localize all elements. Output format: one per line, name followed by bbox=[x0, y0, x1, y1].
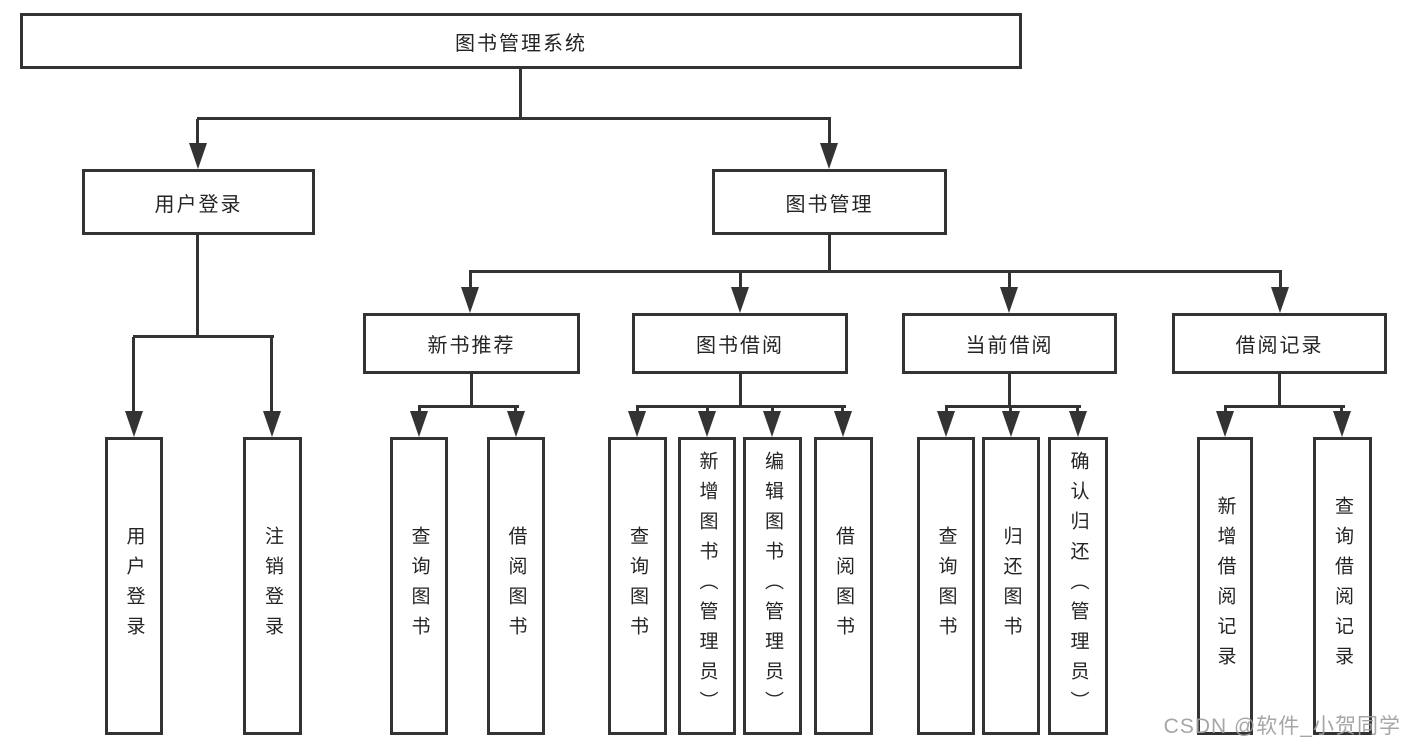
leaf-bb-query-books: 查询图书 bbox=[608, 437, 667, 735]
connector-login-stem bbox=[196, 234, 199, 337]
arrow-down-icon bbox=[410, 411, 428, 437]
connector-mgmt-hbar bbox=[469, 270, 1282, 273]
node-borrow-records: 借阅记录 bbox=[1172, 313, 1387, 374]
connector-login-drop bbox=[132, 337, 135, 412]
node-current-borrow: 当前借阅 bbox=[902, 313, 1117, 374]
connector-mgmt-stem bbox=[828, 234, 831, 272]
arrow-down-icon bbox=[763, 411, 781, 437]
connector-rec-hbar bbox=[418, 405, 519, 408]
leaf-cb-confirm-return-admin-label: 确认归还（管理员） bbox=[1067, 451, 1089, 721]
leaf-logout-label: 注销登录 bbox=[262, 526, 283, 646]
arrow-down-icon bbox=[731, 287, 749, 313]
arrow-down-icon bbox=[1000, 287, 1018, 313]
node-book-mgmt-label: 图书管理 bbox=[785, 193, 874, 216]
connector-current-stem bbox=[1008, 373, 1011, 407]
arrow-down-icon bbox=[1333, 411, 1351, 437]
leaf-bb-add-books-admin: 新增图书（管理员） bbox=[678, 437, 736, 735]
leaf-bb-edit-books-admin: 编辑图书（管理员） bbox=[743, 437, 802, 735]
connector-records-drop bbox=[1340, 407, 1343, 413]
node-borrow-records-label: 借阅记录 bbox=[1235, 335, 1324, 357]
leaf-bb-edit-books-admin-label: 编辑图书（管理员） bbox=[762, 451, 783, 721]
arrow-down-icon bbox=[263, 411, 281, 437]
leaf-bb-borrow-books-label: 借阅图书 bbox=[833, 526, 854, 646]
connector-records-hbar bbox=[1224, 405, 1345, 408]
leaf-bb-add-books-admin-label: 新增图书（管理员） bbox=[696, 451, 718, 721]
connector-mgmt-drop bbox=[1008, 272, 1011, 289]
leaf-br-query-record-label: 查询借阅记录 bbox=[1332, 496, 1353, 676]
node-user-login: 用户登录 bbox=[82, 169, 315, 235]
leaf-user-login-label: 用户登录 bbox=[123, 526, 145, 646]
connector-rec-drop bbox=[418, 407, 421, 413]
connector-records-stem bbox=[1278, 373, 1281, 407]
connector-login-drop bbox=[270, 337, 273, 412]
connector-root-left-drop bbox=[196, 119, 199, 144]
arrow-down-icon bbox=[507, 411, 525, 437]
connector-records-drop bbox=[1224, 407, 1227, 413]
arrow-down-icon bbox=[1216, 411, 1234, 437]
arrow-down-icon bbox=[1002, 411, 1020, 437]
connector-mgmt-drop bbox=[469, 272, 472, 289]
leaf-bb-query-books-label: 查询图书 bbox=[627, 526, 648, 646]
arrow-down-icon bbox=[1271, 287, 1289, 313]
node-root: 图书管理系统 bbox=[20, 13, 1022, 69]
connector-current-drop bbox=[945, 407, 948, 413]
arrow-down-icon bbox=[820, 143, 838, 169]
arrow-down-icon bbox=[698, 411, 716, 437]
leaf-cb-query-books-label: 查询图书 bbox=[935, 526, 957, 646]
leaf-cb-query-books: 查询图书 bbox=[917, 437, 975, 735]
leaf-br-add-record-label: 新增借阅记录 bbox=[1214, 496, 1236, 676]
connector-root-hbar bbox=[197, 117, 831, 120]
connector-root-right-drop bbox=[828, 119, 831, 144]
leaf-bb-borrow-books: 借阅图书 bbox=[814, 437, 873, 735]
leaf-user-login: 用户登录 bbox=[105, 437, 163, 735]
node-new-book-rec-label: 新书推荐 bbox=[427, 335, 516, 357]
node-new-book-rec: 新书推荐 bbox=[363, 313, 580, 374]
connector-current-drop bbox=[1076, 407, 1079, 413]
connector-borrow-drop bbox=[636, 407, 639, 413]
arrow-down-icon bbox=[125, 411, 143, 437]
arrow-down-icon bbox=[834, 411, 852, 437]
connector-rec-drop bbox=[514, 407, 517, 413]
arrow-down-icon bbox=[937, 411, 955, 437]
node-user-login-label: 用户登录 bbox=[154, 193, 243, 216]
node-book-mgmt: 图书管理 bbox=[712, 169, 947, 235]
leaf-cb-return-books: 归还图书 bbox=[982, 437, 1040, 735]
connector-borrow-drop bbox=[706, 407, 709, 413]
csdn-watermark: CSDN @软件_小贺同学 bbox=[1163, 715, 1401, 738]
leaf-rec-query-books: 查询图书 bbox=[390, 437, 448, 735]
node-root-label: 图书管理系统 bbox=[455, 32, 587, 55]
arrow-down-icon bbox=[628, 411, 646, 437]
arrow-down-icon bbox=[189, 143, 207, 169]
connector-borrow-hbar bbox=[636, 405, 846, 408]
connector-mgmt-drop bbox=[1279, 272, 1282, 289]
node-current-borrow-label: 当前借阅 bbox=[965, 335, 1054, 357]
leaf-br-query-record: 查询借阅记录 bbox=[1313, 437, 1372, 735]
leaf-cb-confirm-return-admin: 确认归还（管理员） bbox=[1048, 437, 1108, 735]
leaf-rec-borrow-books-label: 借阅图书 bbox=[505, 526, 527, 646]
arrow-down-icon bbox=[1069, 411, 1087, 437]
leaf-rec-borrow-books: 借阅图书 bbox=[487, 437, 545, 735]
connector-root-stem bbox=[519, 69, 522, 119]
node-book-borrow: 图书借阅 bbox=[632, 313, 848, 374]
connector-current-drop bbox=[1009, 407, 1012, 413]
leaf-cb-return-books-label: 归还图书 bbox=[1000, 526, 1022, 646]
connector-rec-stem bbox=[470, 373, 473, 407]
connector-mgmt-drop bbox=[739, 272, 742, 289]
leaf-logout: 注销登录 bbox=[243, 437, 302, 735]
leaf-br-add-record: 新增借阅记录 bbox=[1197, 437, 1253, 735]
connector-borrow-drop bbox=[771, 407, 774, 413]
leaf-rec-query-books-label: 查询图书 bbox=[408, 526, 430, 646]
connector-current-hbar bbox=[945, 405, 1081, 408]
connector-login-hbar bbox=[133, 335, 274, 338]
connector-borrow-drop bbox=[841, 407, 844, 413]
connector-borrow-stem bbox=[739, 373, 742, 407]
arrow-down-icon bbox=[461, 287, 479, 313]
node-book-borrow-label: 图书借阅 bbox=[696, 335, 784, 357]
